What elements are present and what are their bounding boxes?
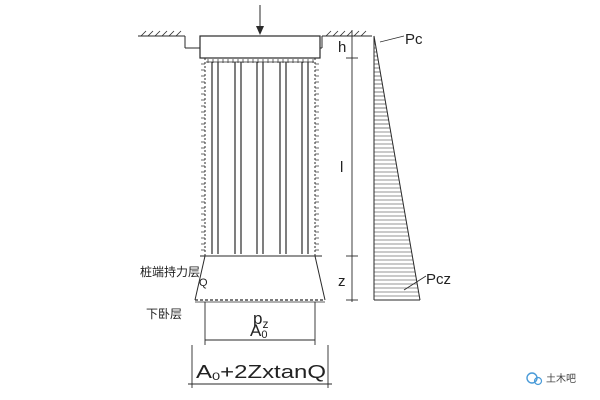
label-bearing-layer: 桩端持力层 <box>140 264 200 279</box>
soil-pressure-diagram <box>373 35 421 301</box>
depth-dimensions <box>346 30 358 302</box>
a0-dimension <box>204 302 316 345</box>
load-arrow <box>256 5 264 35</box>
spread-width-dimension <box>188 345 332 388</box>
label-pcz: Pcz <box>426 271 451 288</box>
pressure-spread-zone <box>194 255 326 303</box>
label-lower-layer: 下卧层 <box>146 307 182 321</box>
pcz-leader <box>403 275 427 291</box>
label-angle-q: Q <box>199 277 208 289</box>
pile-cap <box>199 35 321 59</box>
label-z: z <box>338 273 346 290</box>
pile-group-boundary <box>204 58 316 258</box>
ground-surface <box>138 30 372 49</box>
label-h: h <box>338 39 346 56</box>
pc-leader <box>379 35 405 43</box>
piles <box>211 62 309 254</box>
watermark-text: 土木吧 <box>546 372 576 385</box>
boundary-tick-marks <box>201 59 319 251</box>
label-pc: Pc <box>405 31 423 48</box>
label-l: l <box>340 159 343 176</box>
label-a0: A0 <box>250 321 267 341</box>
label-pz: pz <box>253 309 268 331</box>
watermark: 土木吧 <box>526 372 576 386</box>
